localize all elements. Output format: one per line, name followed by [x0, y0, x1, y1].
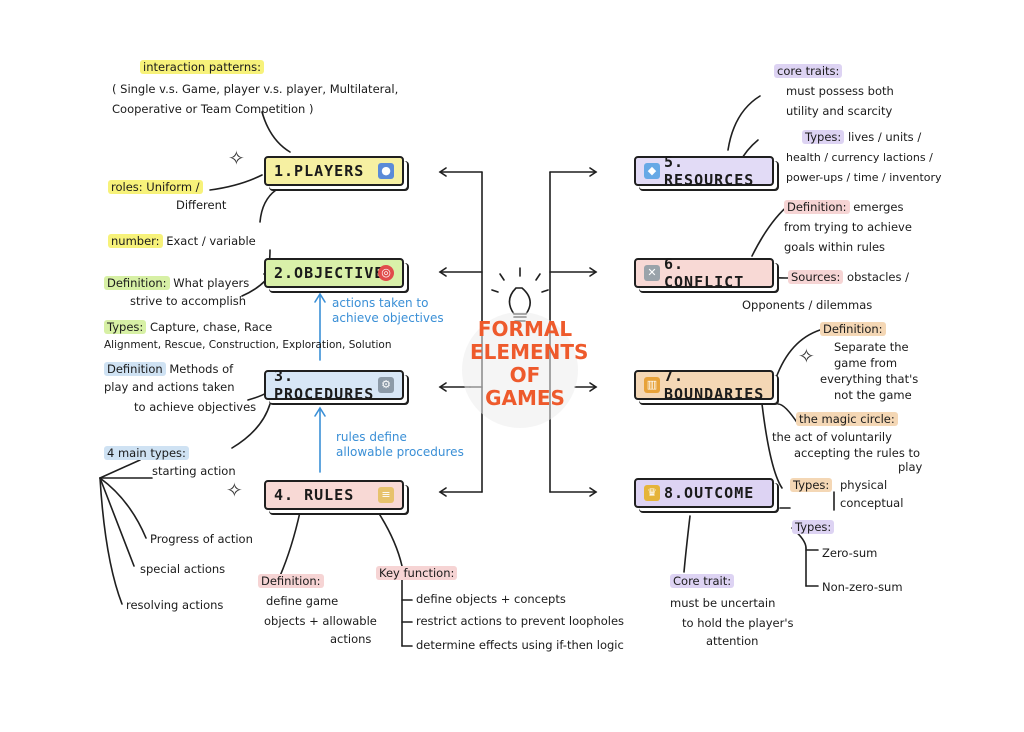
outcome-box: ♛ 8.OUTCOME [634, 478, 774, 508]
target-icon: ◎ [378, 265, 394, 281]
objectives-definition-line-2: strive to accomplish [130, 294, 247, 308]
conflict-label: 6. CONFLICT [664, 255, 745, 291]
sparkle-icon: ✧ [228, 146, 245, 170]
resources-types: Types: lives / units / [802, 130, 921, 145]
objectives-box: 2.OBJECTIVES ◎ [264, 258, 404, 288]
boundaries-magic-line-2: accepting the rules to [794, 446, 921, 460]
center-title: FORMAL ELEMENTS OF GAMES [470, 317, 589, 410]
outcome-core-trait-line-2: to hold the player's [682, 616, 794, 630]
boundaries-label: 7. BOUNDARIES [664, 367, 765, 403]
number-row: number: Exact / variable [108, 234, 256, 249]
rules-definition-line-2: objects + allowable [264, 614, 377, 628]
procedures-definition-line-3: to achieve objectives [134, 400, 257, 414]
conflict-definition: Definition: emerges [784, 200, 903, 215]
objectives-blue-note: actions taken to achieve objectives [332, 296, 444, 325]
conflict-definition-line-2: from trying to achieve [784, 220, 912, 234]
procedures-definition-line-2: play and actions taken [104, 380, 235, 394]
rules-box: 4. RULES ≡ [264, 480, 404, 510]
procedure-type-2: Progress of action [150, 532, 253, 546]
roles-label: roles: Uniform / [108, 180, 203, 195]
swords-icon: ✕ [644, 265, 660, 281]
procedures-box: 3. PROCEDURES ⚙ [264, 367, 404, 403]
outcome-type-1: Zero-sum [822, 546, 878, 560]
trophy-icon: ♛ [644, 485, 660, 501]
interaction-line-2: Cooperative or Team Competition ) [112, 102, 314, 116]
sparkle-icon: ✧ [798, 344, 815, 368]
rules-key-function-1: define objects + concepts [416, 592, 566, 606]
resources-label: 5. RESOURCES [664, 153, 755, 189]
scroll-icon: ≡ [378, 487, 394, 503]
rules-definition-line-3: actions [330, 632, 372, 646]
procedure-type-1: starting action [152, 464, 236, 478]
procedures-definition: Definition Methods of [104, 362, 233, 377]
boundaries-types-line-2: conceptual [840, 496, 904, 510]
procedure-type-4: resolving actions [126, 598, 224, 612]
resources-box: ◆ 5. RESOURCES [634, 153, 774, 189]
rules-key-function-3: determine effects using if-then logic [416, 638, 624, 652]
boundaries-definition-line-4: not the game [834, 388, 912, 402]
conflict-definition-line-3: goals within rules [784, 240, 886, 254]
boundaries-definition-line-2: game from [834, 356, 898, 370]
resources-types-line-2: health / currency lactions / [786, 151, 933, 164]
resources-core-traits-line-2: utility and scarcity [786, 104, 893, 118]
rules-definition-line-1: define game [266, 594, 339, 608]
gear-icon: ⚙ [378, 377, 394, 393]
interaction-line-1: ( Single v.s. Game, player v.s. player, … [112, 82, 399, 96]
title-line-1: FORMAL [477, 317, 573, 341]
diamond-icon: ◆ [644, 163, 660, 179]
players-box: 1.PLAYERS ● [264, 156, 404, 186]
barrier-icon: ▥ [644, 377, 660, 393]
conflict-sources-line-2: Opponents / dilemmas [742, 298, 873, 312]
objectives-types: Types: Capture, chase, Race [104, 320, 272, 335]
objectives-types-line-2: Alignment, Rescue, Construction, Explora… [104, 339, 392, 351]
roles-line-2: Different [176, 198, 227, 212]
title-line-4: GAMES [485, 386, 565, 410]
conflict-sources: Sources: obstacles / [788, 270, 909, 285]
rules-label: 4. RULES [274, 486, 355, 504]
outcome-type-2: Non-zero-sum [822, 580, 903, 594]
procedure-type-3: special actions [140, 562, 226, 576]
sparkle-icon: ✧ [226, 478, 243, 502]
boundaries-magic-line-3: play [898, 460, 923, 474]
interaction-heading: interaction patterns: [140, 60, 264, 75]
boundaries-types-line-1: physical [840, 478, 888, 492]
boundaries-magic-label: the magic circle: [796, 412, 898, 427]
procedures-blue-note: rules define allowable procedures [336, 430, 464, 459]
outcome-label: 8.OUTCOME [664, 484, 755, 502]
objectives-definition: Definition: What players [104, 276, 249, 291]
objectives-label: 2.OBJECTIVES [274, 264, 395, 282]
title-line-3: OF [509, 363, 541, 387]
title-line-2: ELEMENTS [470, 340, 589, 364]
people-icon: ● [378, 163, 394, 179]
players-label: 1.PLAYERS [274, 162, 365, 180]
rules-key-function-2: restrict actions to prevent loopholes [416, 614, 625, 628]
resources-core-traits-line-1: must possess both [786, 84, 894, 98]
conflict-box: ✕ 6. CONFLICT [634, 255, 774, 291]
boundaries-box: ▥ 7. BOUNDARIES [634, 367, 774, 403]
procedures-label: 3. PROCEDURES [274, 367, 375, 403]
resources-types-line-3: power-ups / time / inventory [786, 171, 942, 184]
outcome-core-trait-label: Core trait: [670, 574, 735, 589]
outcome-core-trait-line-3: attention [706, 634, 759, 648]
rules-key-function-label: Key function: [376, 566, 458, 581]
boundaries-definition-label: Definition: [820, 322, 886, 337]
resources-core-traits-label: core traits: [774, 64, 843, 79]
rules-definition-label: Definition: [258, 574, 324, 589]
outcome-types-label: Types: [792, 520, 835, 535]
boundaries-magic-line-1: the act of voluntarily [772, 430, 892, 444]
boundaries-definition-line-1: Separate the [834, 340, 909, 354]
procedures-main-types: 4 main types: [104, 446, 189, 461]
outcome-core-trait-line-1: must be uncertain [670, 596, 776, 610]
boundaries-definition-line-3: everything that's [820, 372, 919, 386]
boundaries-types-label: Types: [790, 478, 833, 493]
